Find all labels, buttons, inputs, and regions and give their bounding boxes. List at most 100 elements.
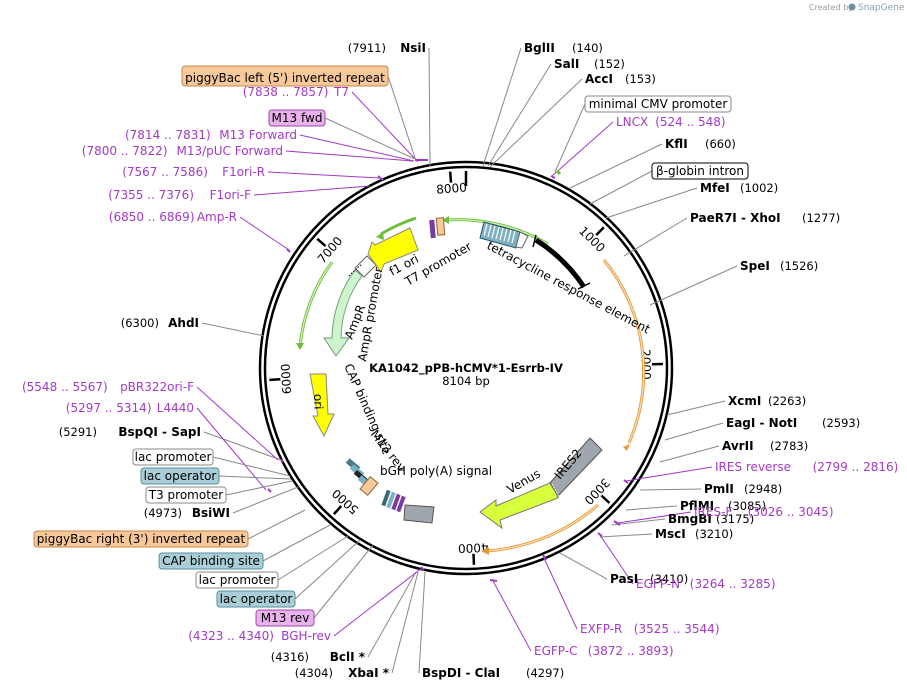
site-name: BmgBI (668, 512, 712, 526)
restriction-site[interactable]: AccI(153) (585, 72, 656, 86)
feature-box[interactable]: minimal CMV promoter (584, 95, 732, 113)
restriction-site[interactable]: SpeI(1526) (740, 259, 818, 273)
ruler-tick-label: 7000 (315, 234, 346, 266)
site-name: AccI (585, 72, 613, 86)
tre-black-bar (534, 237, 587, 289)
restriction-site[interactable]: SalI(152) (554, 57, 625, 71)
restriction-site[interactable]: NsiI(7911) (348, 41, 426, 55)
feature-box-bg (255, 609, 315, 627)
restriction-site[interactable]: BmgBI(3175) (668, 512, 754, 526)
restriction-site[interactable]: PaeR7I - XhoI(1277) (690, 211, 840, 225)
primer-label[interactable]: T7(7838 .. 7857) (243, 85, 349, 99)
primer-range: (524 .. 548) (655, 115, 725, 129)
restriction-site[interactable]: XcmI(2263) (728, 394, 806, 408)
primer-range: (3525 .. 3544) (634, 622, 720, 636)
restriction-site[interactable]: PmlI(2948) (704, 482, 782, 496)
feature-box[interactable]: lac promoter (195, 571, 279, 589)
feature-box[interactable]: lac operator (216, 590, 296, 608)
restriction-site[interactable]: XbaI *(4304) (295, 666, 390, 680)
feature-box[interactable]: lac promoter (132, 448, 214, 466)
restriction-site[interactable]: BspDI - ClaI(4297) (422, 666, 564, 680)
primer-name: IRES reverse (715, 460, 791, 474)
restriction-site[interactable]: BspQI - SapI(5291) (59, 425, 201, 439)
feature-box-bg (158, 552, 264, 570)
site-leader (659, 445, 720, 463)
primer-name: L4440 (157, 401, 194, 415)
site-position: (4316) (271, 650, 309, 664)
site-name: BclI * (330, 650, 366, 664)
site-position: (6300) (121, 316, 159, 330)
primer-label[interactable]: LNCX(524 .. 548) (616, 115, 726, 129)
f1ori-green-arrowhead (376, 232, 384, 240)
restriction-site[interactable]: BclI * (4316) (271, 650, 366, 664)
primer-name: F1ori-R (222, 165, 265, 179)
egfp-orange-arrowhead (481, 547, 489, 555)
primer-label[interactable]: EGFP-C(3872 .. 3893) (534, 644, 674, 658)
ruler-major-tick (316, 237, 327, 248)
primer-range: (5548 .. 5567) (22, 380, 108, 394)
site-position: (140) (572, 41, 603, 55)
feature-box[interactable]: β-globin intron (651, 162, 749, 180)
primer-label[interactable]: F1ori-F (7355 .. 7376) (108, 188, 251, 202)
restriction-site[interactable]: AhdI(6300) (121, 316, 199, 330)
feature-box[interactable]: M13 fwd (268, 109, 326, 127)
restriction-site[interactable]: MscI(3210) (655, 527, 733, 541)
site-name: BsiWI (192, 506, 230, 520)
restriction-site[interactable]: AvrII(2783) (722, 439, 808, 453)
primer-range: (6850 .. 6869) (109, 210, 195, 224)
primer-name: F1ori-F (210, 188, 251, 202)
restriction-site[interactable]: PasI(3410) (610, 572, 688, 586)
feature-box-label: CAP binding site (162, 554, 260, 568)
primer-leader (542, 555, 578, 630)
primer-label[interactable]: EGFP-N(3264 .. 3285) (636, 577, 776, 591)
primer-range: (7800 .. 7822) (82, 144, 168, 158)
primer-leader (299, 134, 415, 162)
primer-label[interactable]: pBR322ori-F(5548 .. 5567) (22, 380, 194, 394)
primer-label[interactable]: F1ori-R(7567 .. 7586) (122, 165, 265, 179)
primer-label[interactable]: M13/pUC Forward(7800 .. 7822) (82, 144, 283, 158)
primer-range: (7838 .. 7857) (243, 85, 329, 99)
restriction-site[interactable]: EagI - NotI(2593) (726, 416, 860, 430)
primer-range: (5297 .. 5314) (66, 401, 152, 415)
primer-label[interactable]: IRES-F(3026 .. 3045) (694, 505, 834, 519)
feature-box[interactable]: T3 promoter (145, 486, 227, 504)
restriction-site[interactable]: KflI(660) (665, 137, 736, 151)
site-name: AvrII (722, 439, 754, 453)
feature-box-label: lac operator (144, 469, 217, 483)
primer-label[interactable]: BGH-rev(4323 .. 4340) (188, 629, 331, 643)
egfp-orange-arc-inner (485, 504, 599, 552)
feature-box-bg (33, 530, 249, 548)
primer-leader (351, 91, 419, 163)
feature-leader (294, 539, 361, 600)
feature-box[interactable]: CAP binding site (158, 552, 264, 570)
bgh-cluster-icon (381, 489, 435, 524)
site-leader (599, 533, 653, 538)
restriction-site[interactable]: BsiWI(4973) (144, 506, 230, 520)
primer-range: (3264 .. 3285) (690, 577, 776, 591)
ires-orange-arc-inner (603, 259, 645, 444)
feature-box-label: minimal CMV promoter (589, 97, 728, 111)
primer-range: (7355 .. 7376) (108, 188, 194, 202)
feature-box-label: lac promoter (135, 450, 212, 464)
site-name: PflMI (680, 499, 714, 513)
ruler-major-tick (269, 377, 281, 382)
primer-label[interactable]: M13 Forward(7814 .. 7831) (125, 128, 297, 142)
primer-label[interactable]: EXFP-R(3525 .. 3544) (580, 622, 720, 636)
site-leader (367, 571, 417, 658)
primer-label[interactable]: IRES reverse(2799 .. 2816) (715, 460, 898, 474)
feature-box[interactable]: piggyBac right (3') inverted repeat (33, 530, 249, 548)
feature-box-label: T3 promoter (148, 488, 224, 502)
restriction-site[interactable]: PflMI(3085) (680, 499, 766, 513)
primer-leader (625, 466, 713, 482)
feature-box-label: piggyBac right (3') inverted repeat (37, 532, 246, 546)
feature-box[interactable]: lac operator (140, 467, 220, 485)
primer-ticks (267, 159, 629, 582)
primer-label[interactable]: Amp-R(6850 .. 6869) (109, 210, 237, 224)
restriction-site[interactable]: MfeI(1002) (700, 181, 778, 195)
feature-box[interactable]: piggyBac left (5') inverted repeat (181, 65, 389, 87)
outer-labels: NsiI(7911) BglII(140) SalI(152)AccI(153) Kf… (22, 41, 898, 680)
feature-box[interactable]: M13 rev (255, 609, 315, 627)
primer-label[interactable]: L4440 (5297 .. 5314) (66, 401, 194, 415)
restriction-site[interactable]: BglII(140) (524, 41, 603, 55)
site-name: PmlI (704, 482, 734, 496)
